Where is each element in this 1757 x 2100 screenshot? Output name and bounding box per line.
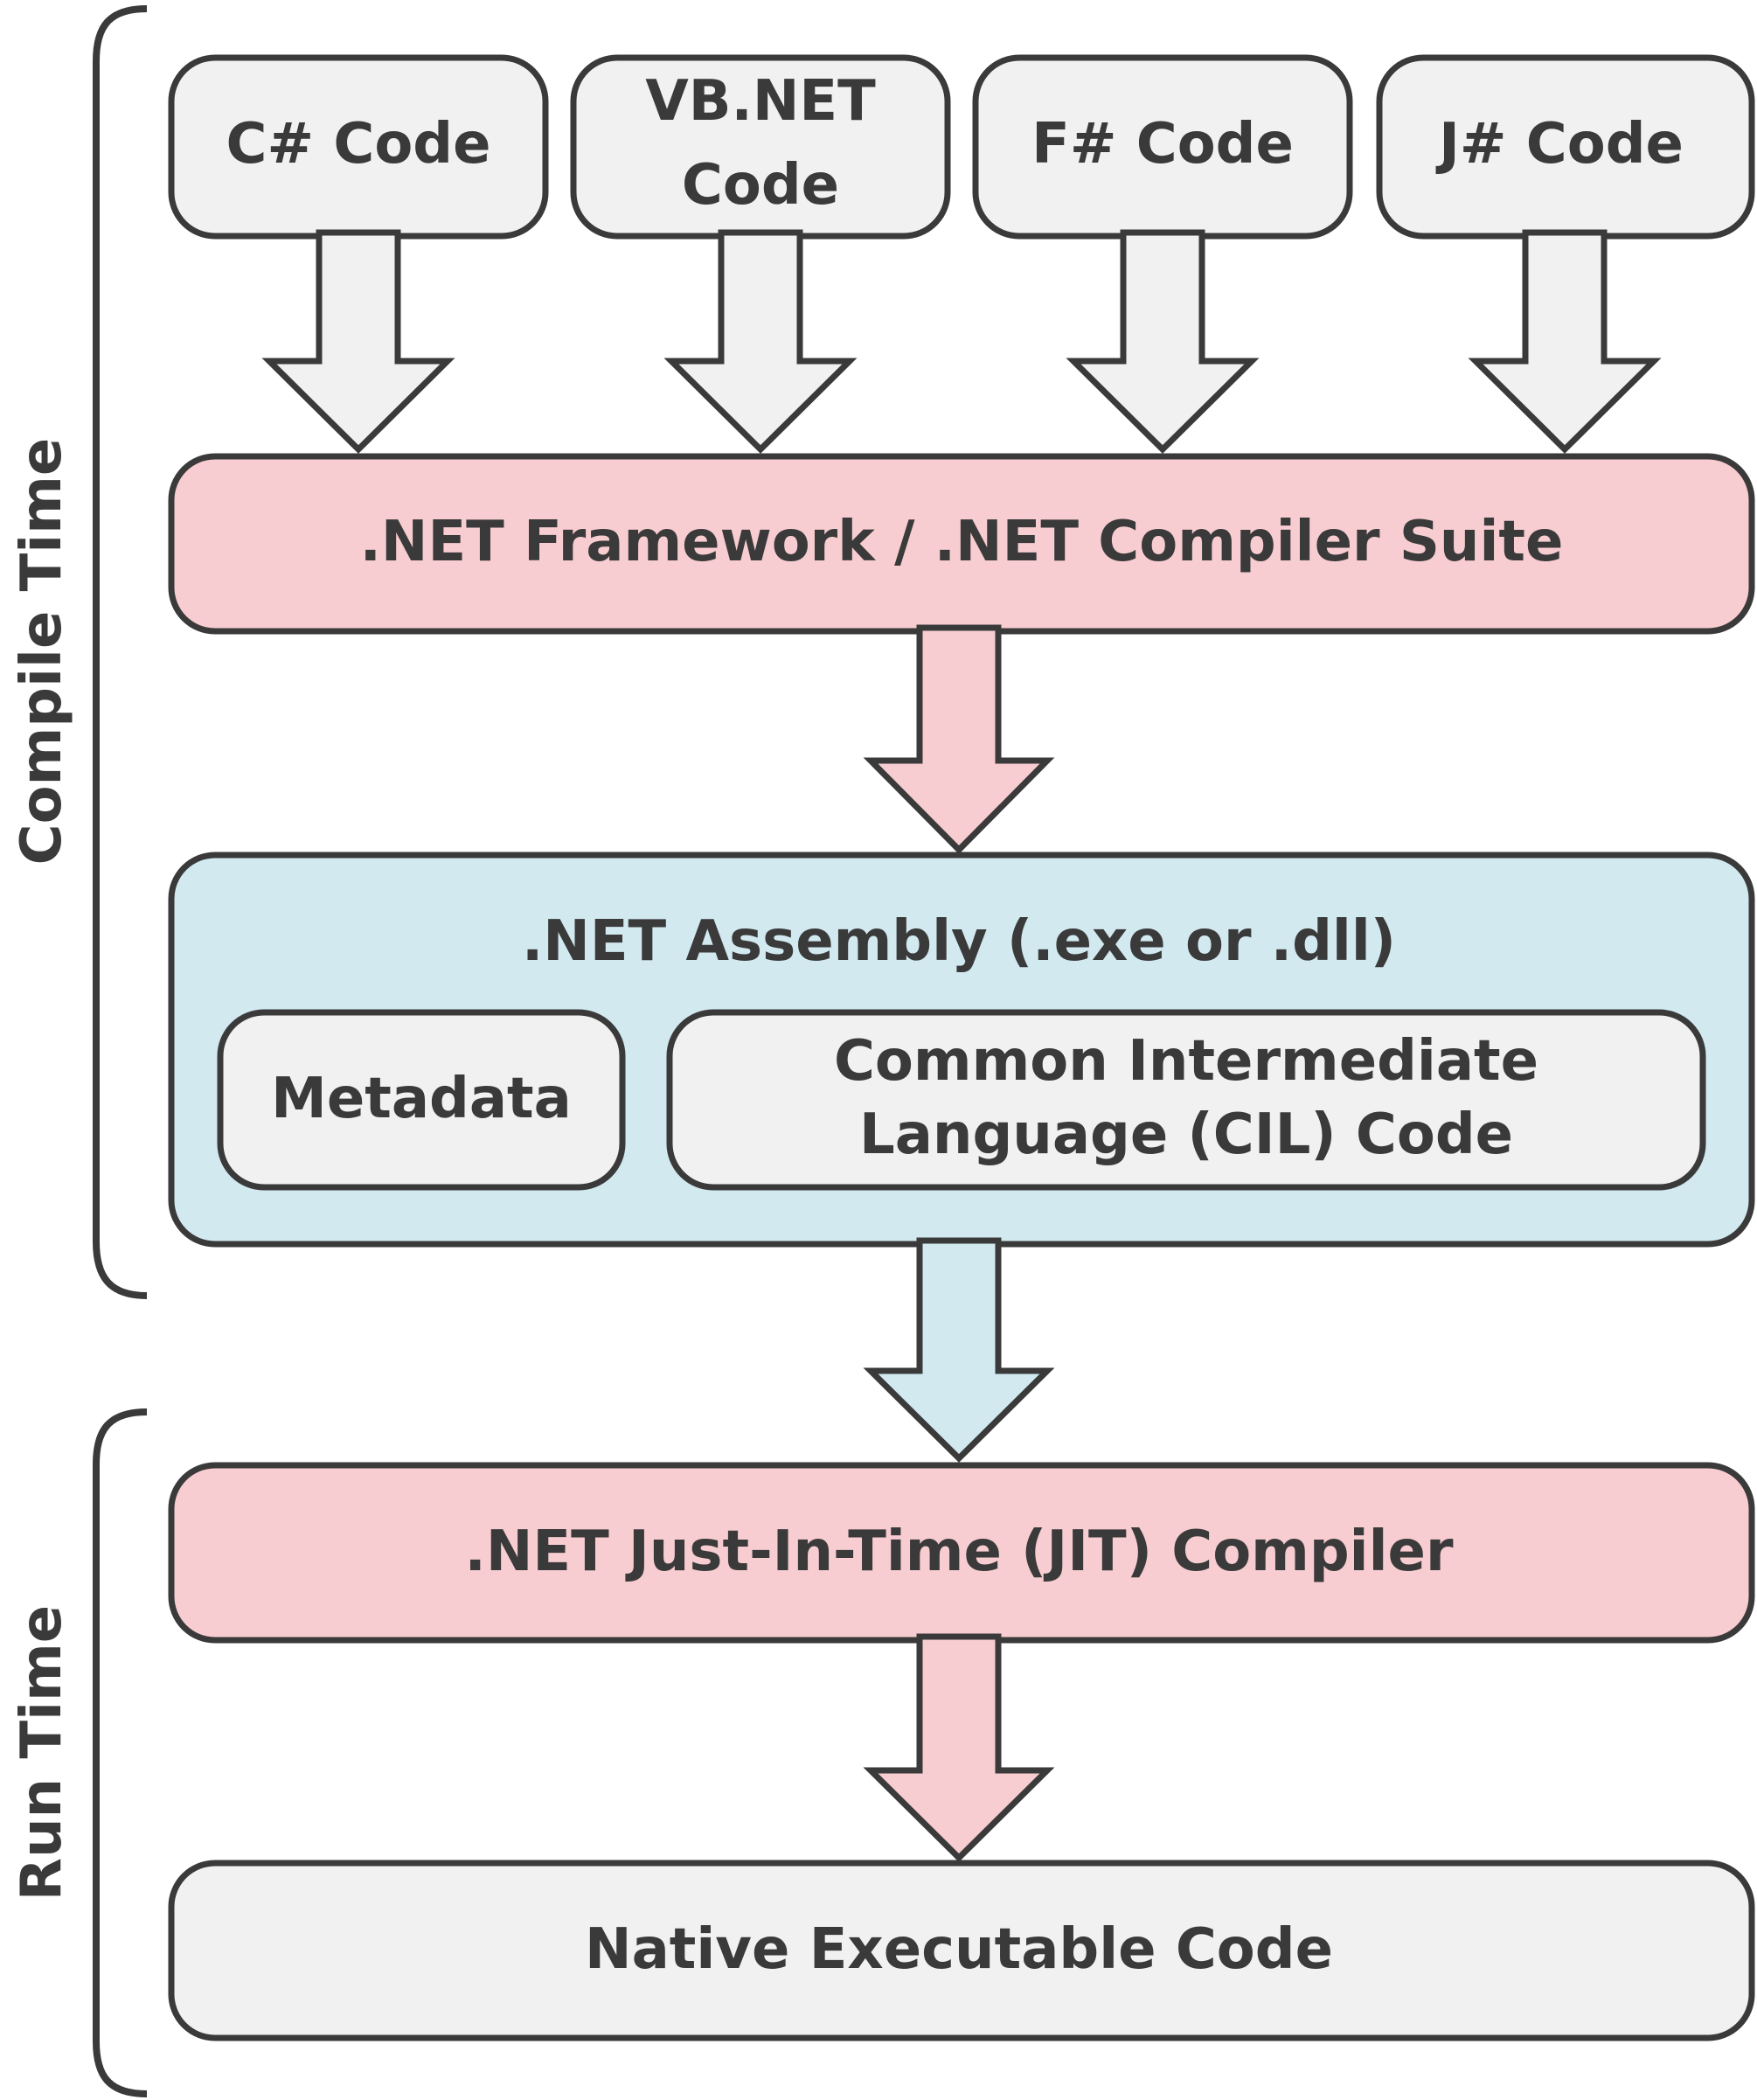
arrow-fsharp-to-compiler	[1066, 229, 1260, 454]
native-code-box	[168, 1860, 1755, 2041]
arrow-jsharp-to-compiler	[1468, 229, 1662, 454]
assembly-title: .NET Assembly (.exe or .dll)	[522, 909, 1396, 974]
metadata-box	[217, 1009, 626, 1191]
metadata-label: Metadata	[271, 1067, 572, 1131]
cil-label-line1: Common Intermediate	[834, 1029, 1538, 1094]
arrow-csharp-to-compiler	[261, 229, 455, 454]
cil-code-box	[666, 1009, 1706, 1191]
source-label-vbnet-line1: VB.NET	[645, 69, 876, 134]
compile-time-bracket	[93, 5, 148, 1299]
jit-compiler-label: .NET Just-In-Time (JIT) Compiler	[465, 1519, 1454, 1584]
cil-label-line2: Language (CIL) Code	[859, 1102, 1513, 1167]
source-label-vbnet-line2: Code	[682, 153, 839, 218]
source-label-csharp: C# Code	[226, 112, 490, 177]
arrow-jit-to-native	[863, 1633, 1055, 1862]
run-time-label: Run Time	[10, 1605, 74, 1901]
native-code-label: Native Executable Code	[585, 1917, 1333, 1982]
arrow-compiler-to-assembly	[863, 624, 1055, 854]
compiler-suite-label: .NET Framework / .NET Compiler Suite	[360, 510, 1564, 574]
arrow-vbnet-to-compiler	[663, 229, 858, 454]
source-label-jsharp: J# Code	[1435, 112, 1684, 177]
source-label-fsharp: F# Code	[1031, 112, 1294, 177]
run-time-bracket	[93, 1408, 148, 2097]
compile-time-label: Compile Time	[10, 438, 74, 866]
arrow-assembly-to-jit	[863, 1237, 1055, 1463]
